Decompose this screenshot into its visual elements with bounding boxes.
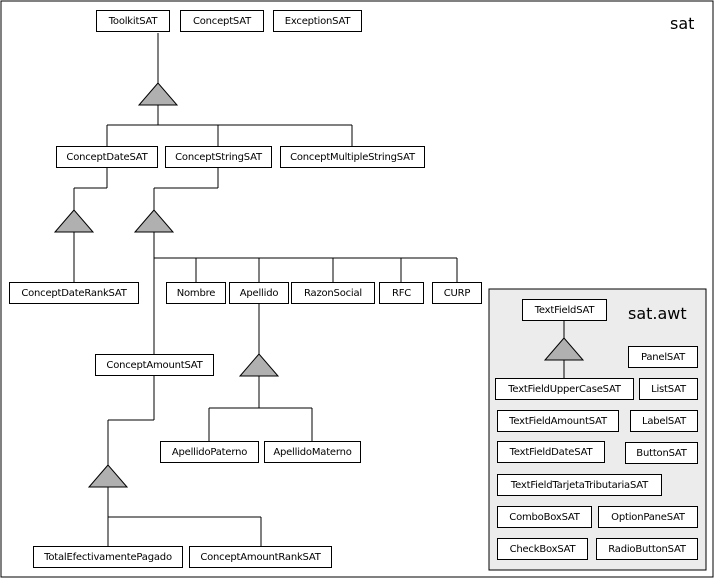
class-concept-date-sat[interactable]: ConceptDateSAT <box>56 146 158 168</box>
class-panel-sat[interactable]: PanelSAT <box>628 346 698 368</box>
class-exception-sat[interactable]: ExceptionSAT <box>273 10 362 32</box>
class-apellido[interactable]: Apellido <box>229 282 289 304</box>
class-textfield-uppercase-sat[interactable]: TextFieldUpperCaseSAT <box>495 378 634 400</box>
class-textfield-amount-sat[interactable]: TextFieldAmountSAT <box>497 410 619 432</box>
class-nombre[interactable]: Nombre <box>166 282 226 304</box>
sat-package-title: sat <box>670 14 695 33</box>
class-rfc[interactable]: RFC <box>379 282 424 304</box>
inheritance-triangle-concept <box>137 82 179 106</box>
class-curp[interactable]: CURP <box>432 282 482 304</box>
class-checkbox-sat[interactable]: CheckBoxSAT <box>497 538 588 560</box>
class-apellido-paterno[interactable]: ApellidoPaterno <box>160 441 259 463</box>
class-toolkit-sat[interactable]: ToolkitSAT <box>96 10 170 32</box>
class-razon-social[interactable]: RazonSocial <box>291 282 375 304</box>
inheritance-triangle-textfield <box>543 337 585 361</box>
class-textfield-sat[interactable]: TextFieldSAT <box>522 299 607 321</box>
awt-package-title: sat.awt <box>628 304 687 323</box>
inheritance-triangle-concept-amount <box>87 464 129 488</box>
class-label-sat[interactable]: LabelSAT <box>630 410 698 432</box>
class-concept-amount-sat[interactable]: ConceptAmountSAT <box>95 354 214 376</box>
inheritance-triangle-concept-date <box>53 209 95 233</box>
class-combobox-sat[interactable]: ComboBoxSAT <box>497 506 592 528</box>
inheritance-triangle-apellido <box>238 353 280 377</box>
class-concept-string-sat[interactable]: ConceptStringSAT <box>165 146 272 168</box>
class-concept-sat[interactable]: ConceptSAT <box>180 10 264 32</box>
inheritance-triangles <box>53 82 585 488</box>
class-apellido-materno[interactable]: ApellidoMaterno <box>264 441 361 463</box>
inheritance-triangle-concept-string <box>133 209 175 233</box>
class-button-sat[interactable]: ButtonSAT <box>625 442 698 464</box>
class-concept-multiple-string-sat[interactable]: ConceptMultipleStringSAT <box>280 146 425 168</box>
class-concept-date-rank-sat[interactable]: ConceptDateRankSAT <box>9 282 139 304</box>
class-total-efectivamente-pagado[interactable]: TotalEfectivamentePagado <box>33 546 183 568</box>
class-optionpane-sat[interactable]: OptionPaneSAT <box>598 506 698 528</box>
connector-lines <box>73 33 565 546</box>
class-list-sat[interactable]: ListSAT <box>639 378 698 400</box>
class-textfield-tarjeta-tributaria-sat[interactable]: TextFieldTarjetaTributariaSAT <box>497 474 662 496</box>
class-concept-amount-rank-sat[interactable]: ConceptAmountRankSAT <box>189 546 332 568</box>
class-textfield-date-sat[interactable]: TextFieldDateSAT <box>497 441 605 463</box>
class-radiobutton-sat[interactable]: RadioButtonSAT <box>596 538 698 560</box>
